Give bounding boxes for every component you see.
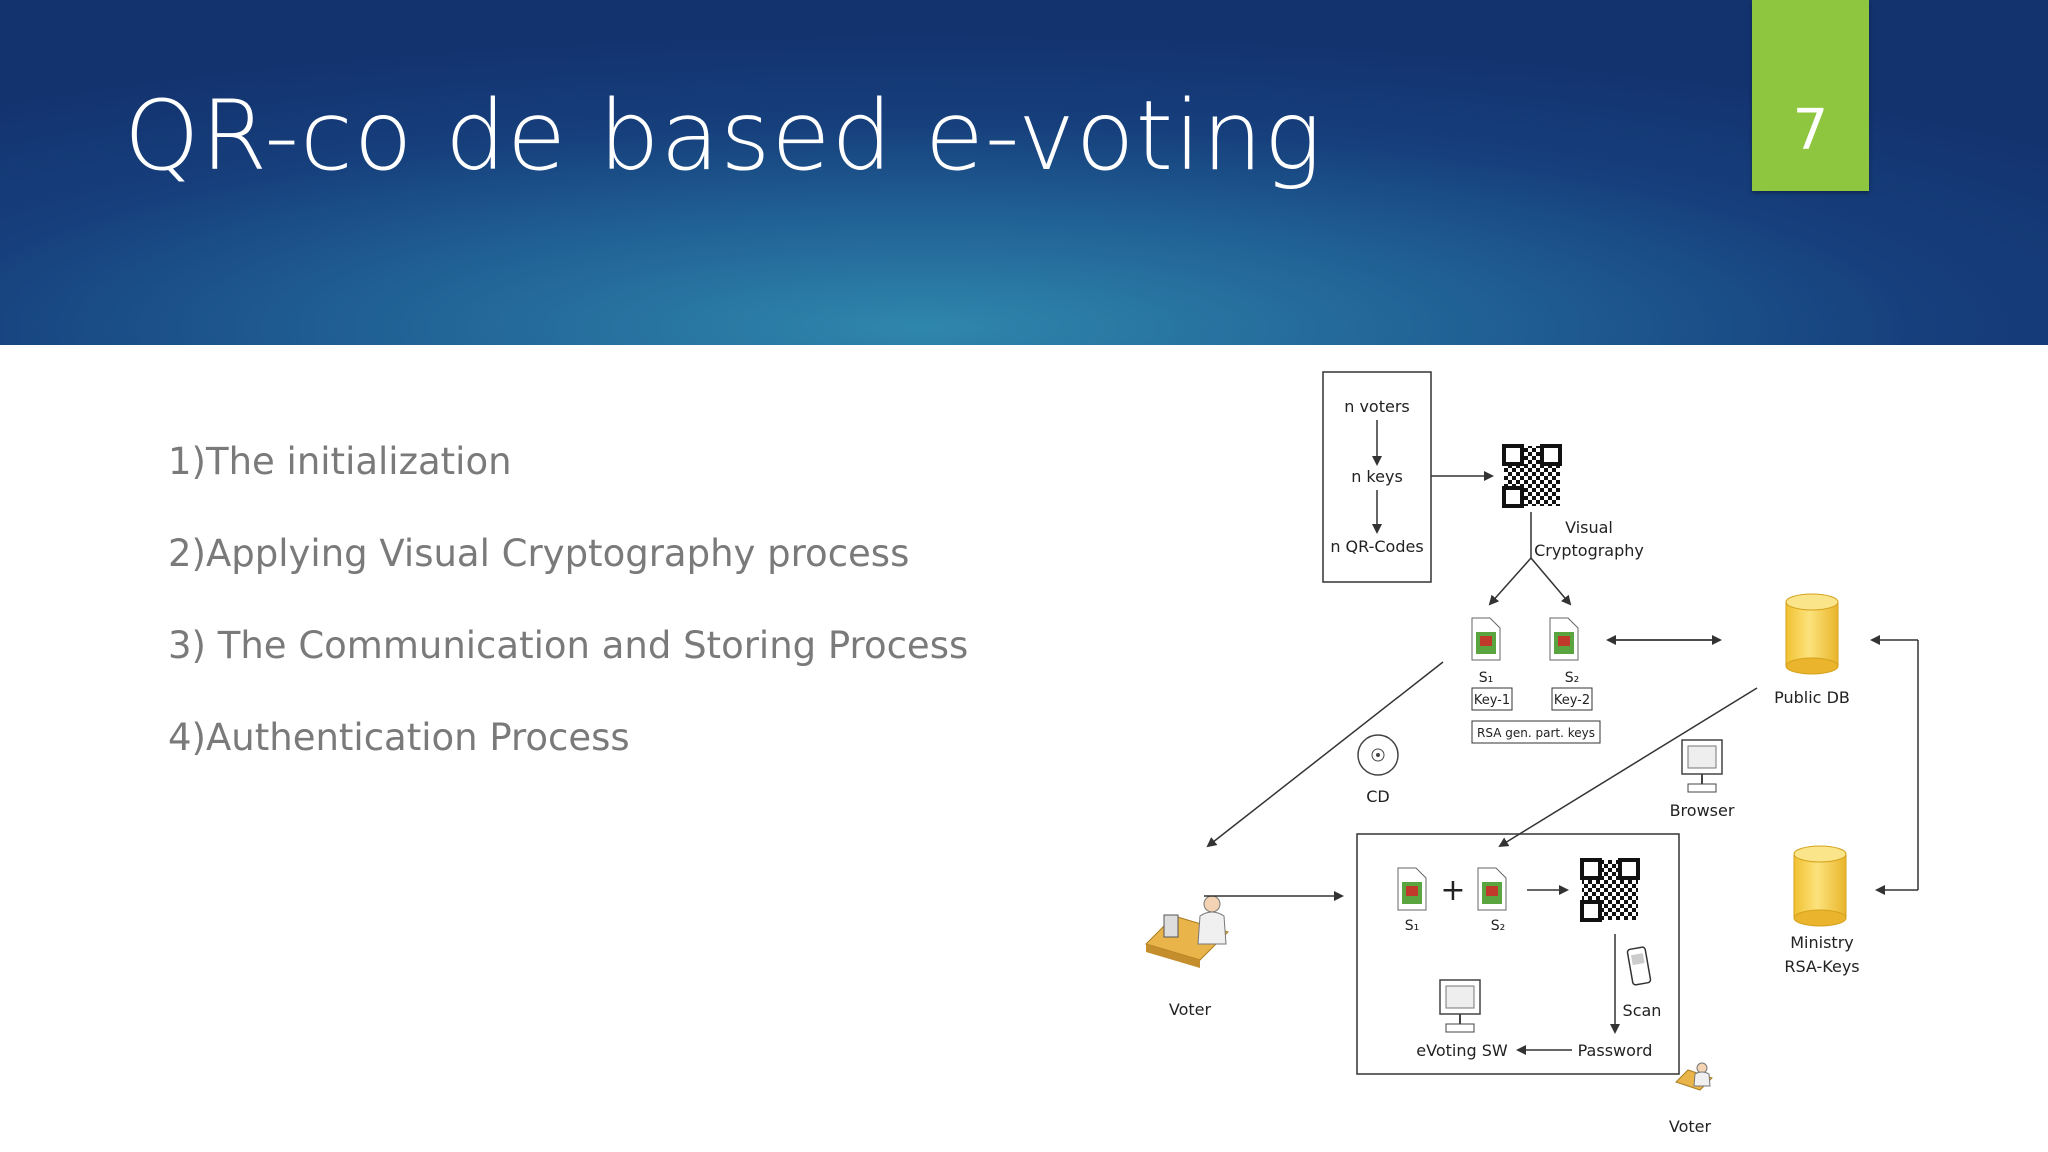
visual-label: Visual [1565,518,1613,537]
rsa-label: RSA gen. part. keys [1477,726,1595,740]
cd-label: CD [1366,787,1390,806]
bullet-item: 1)The initialization [168,440,512,483]
evoting-sw-label: eVoting SW [1416,1041,1508,1060]
voter-small-icon [1675,1062,1713,1091]
bullet-item: 3) The Communication and Storing Process [168,624,969,667]
public-db-icon [1785,593,1839,675]
bullet-list: 1)The initialization 2)Applying Visual C… [168,440,968,808]
voter-label: Voter [1169,1000,1212,1019]
slide-title: QR-co de based e-voting [124,80,1323,192]
browser-icon [1681,739,1723,793]
rsa-keys-label: RSA-Keys [1784,957,1859,976]
slide-number-badge: 7 [1752,0,1869,191]
slide-header: QR-co de based e-voting 7 [0,0,2048,345]
s1-label: S₁ [1479,670,1494,686]
n-voters-label: n voters [1344,397,1410,416]
n-qr-codes-label: n QR-Codes [1330,537,1423,556]
key1-label: Key-1 [1474,693,1510,708]
bullet-item: 2)Applying Visual Cryptography process [168,532,910,575]
n-keys-label: n keys [1351,467,1403,486]
qr-code-result-icon [1580,858,1640,922]
public-db-label: Public DB [1774,688,1850,707]
init-box [1322,371,1432,583]
inner-s2-label: S₂ [1491,918,1506,934]
authentication-box [1356,833,1680,1075]
voter-icon [1145,895,1229,968]
ministry-db-icon [1793,845,1847,927]
browser-label: Browser [1670,801,1735,820]
inner-s1-label: S₁ [1405,918,1420,934]
s2-label: S₂ [1565,670,1580,686]
evoting-computer-icon [1439,979,1481,1033]
share-s2-icon [1549,617,1579,661]
qr-code-icon [1502,444,1562,508]
cd-icon [1357,734,1399,776]
bullet-item: 4)Authentication Process [168,716,630,759]
slide-number: 7 [1792,98,1829,163]
phone-icon [1626,946,1652,986]
share-s1-icon [1471,617,1501,661]
scan-label: Scan [1623,1001,1662,1020]
evoting-diagram: n voters n keys n QR-Codes Visual Crypto… [1145,371,1919,1136]
plus-sign: + [1440,873,1465,908]
voter-bottom-label: Voter [1669,1117,1712,1136]
inner-share-s2-icon [1477,867,1507,911]
inner-share-s1-icon [1397,867,1427,911]
cryptography-label: Cryptography [1534,541,1644,560]
ministry-label: Ministry [1790,933,1854,952]
password-label: Password [1578,1041,1653,1060]
key2-label: Key-2 [1554,693,1590,708]
